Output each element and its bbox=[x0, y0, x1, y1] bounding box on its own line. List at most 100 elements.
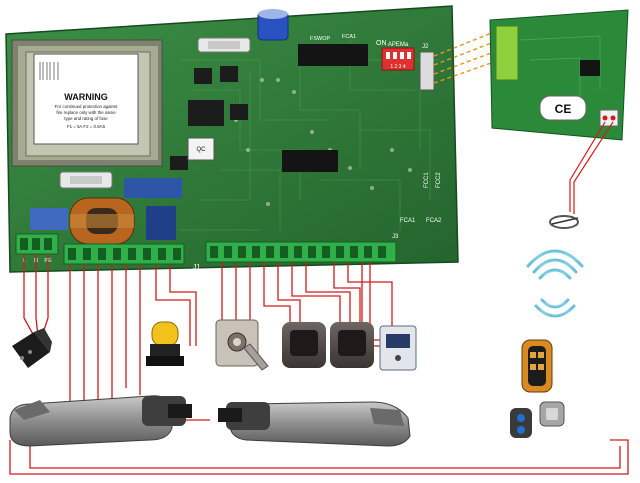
warning-text: For continued protection against fire re… bbox=[55, 104, 119, 129]
fca2-label: FCA2 bbox=[426, 218, 442, 224]
remote-control-small-grey bbox=[539, 401, 565, 427]
svg-text:FCA1: FCA1 bbox=[400, 281, 406, 294]
svg-text:QC: QC bbox=[197, 147, 207, 153]
gate-operator-right bbox=[218, 401, 411, 447]
red-wiring bbox=[9, 254, 629, 475]
terminal-screw[interactable] bbox=[113, 248, 121, 260]
terminal-screw[interactable] bbox=[68, 248, 76, 260]
terminal-screw[interactable] bbox=[143, 248, 151, 260]
terminal-screw[interactable] bbox=[158, 248, 166, 260]
terminal-number: 6 bbox=[145, 271, 149, 278]
terminal-screw[interactable] bbox=[378, 246, 386, 258]
svg-text:ON: ON bbox=[376, 40, 387, 47]
svg-text:COM: COM bbox=[76, 282, 88, 288]
terminal-screw[interactable] bbox=[336, 246, 344, 258]
svg-text:COM: COM bbox=[116, 282, 128, 288]
antenna bbox=[549, 215, 579, 229]
terminal-number: 9 bbox=[212, 271, 216, 278]
svg-text:24V: 24V bbox=[328, 280, 338, 286]
terminal-screw[interactable] bbox=[294, 246, 302, 258]
terminal-screw[interactable] bbox=[308, 246, 316, 258]
j1-label: J1 bbox=[193, 264, 201, 271]
terminal-number: 8 bbox=[175, 271, 179, 278]
power-terminal-block[interactable] bbox=[15, 233, 59, 255]
terminal-number: 19 bbox=[350, 271, 358, 278]
terminal-number: 20 bbox=[364, 271, 372, 278]
terminal-number: 18 bbox=[336, 271, 344, 278]
qc-chip: QC bbox=[187, 137, 215, 161]
fuse-bottom bbox=[59, 171, 113, 189]
antenna-wiring bbox=[569, 121, 614, 214]
gate-operator-left bbox=[9, 395, 192, 447]
terminal-screw[interactable] bbox=[128, 248, 136, 260]
radio-receiver-board: CE bbox=[489, 9, 629, 141]
terminal-number: 1 bbox=[70, 271, 74, 278]
dip-switch[interactable]: ON APEMa 1 2 3 4 bbox=[376, 40, 415, 71]
terminal-screw[interactable] bbox=[364, 246, 372, 258]
terminal-screw[interactable] bbox=[83, 248, 91, 260]
fca1-label: FCA1 bbox=[400, 218, 416, 224]
terminal-number: 15 bbox=[294, 271, 302, 278]
inductor-coil bbox=[69, 197, 135, 245]
svg-text:fire replace only with the sam: fire replace only with the same bbox=[56, 110, 116, 115]
terminal-number: 7 bbox=[160, 271, 164, 278]
terminal-number: 21 bbox=[378, 271, 386, 278]
ce-mark: CE bbox=[555, 102, 572, 116]
ic-chips bbox=[282, 44, 368, 172]
photocell-receiver bbox=[330, 322, 374, 368]
svg-text:1 2 3 4: 1 2 3 4 bbox=[390, 64, 406, 70]
terminal-function-labels: COM COM LAMP OPEN STOP FSW 24V W.L. LOCK… bbox=[76, 271, 436, 294]
relay-block bbox=[170, 66, 248, 170]
terminal-screw[interactable] bbox=[266, 246, 274, 258]
flashing-lamp bbox=[146, 321, 184, 366]
svg-text:STOP: STOP bbox=[242, 272, 248, 286]
terminal-number: 17 bbox=[322, 271, 330, 278]
terminal-number: 2 bbox=[85, 271, 89, 278]
terminal-screw[interactable] bbox=[322, 246, 330, 258]
fcc1-label: FCC1 bbox=[424, 172, 430, 188]
terminal-screw[interactable] bbox=[252, 246, 260, 258]
blue-capacitors bbox=[30, 178, 182, 240]
svg-text:LAMP: LAMP bbox=[158, 282, 172, 288]
terminal-block-left[interactable] bbox=[63, 243, 185, 265]
fcc2-label: FCC2 bbox=[436, 172, 442, 188]
fswop-label: FSWOP bbox=[310, 36, 330, 42]
terminal-screw[interactable] bbox=[173, 248, 181, 260]
svg-text:For continued protection again: For continued protection against bbox=[55, 104, 119, 109]
board-issue: issue 05a bbox=[104, 14, 141, 26]
svg-text:LOCK: LOCK bbox=[374, 272, 388, 278]
terminal-number: 12 bbox=[252, 271, 260, 278]
terminal-screw[interactable] bbox=[238, 246, 246, 258]
photocell-transmitter bbox=[282, 322, 326, 368]
terminal-number: 13 bbox=[266, 271, 274, 278]
power-plug bbox=[12, 328, 52, 368]
board-part-number: 7PCB452/455 bbox=[46, 16, 100, 29]
svg-text:OPEN: OPEN bbox=[218, 271, 224, 286]
svg-text:FSW: FSW bbox=[262, 275, 268, 286]
remote-control-large bbox=[521, 339, 553, 393]
radio-waves-icon bbox=[526, 249, 584, 318]
fuse-top bbox=[197, 37, 251, 53]
terminal-number: 10 bbox=[224, 271, 232, 278]
terminal-screw[interactable] bbox=[280, 246, 288, 258]
j2-connector[interactable]: J2 bbox=[419, 44, 435, 91]
terminal-screw[interactable] bbox=[98, 248, 106, 260]
terminal-number: 4 bbox=[115, 271, 119, 278]
terminal-number: 14 bbox=[280, 271, 288, 278]
key-selector-switch bbox=[215, 319, 269, 371]
svg-text:J2: J2 bbox=[422, 44, 429, 50]
svg-text:W.L.: W.L. bbox=[364, 280, 374, 286]
j3-label: J3 bbox=[392, 234, 399, 240]
terminal-number: 16 bbox=[308, 271, 316, 278]
terminal-screw[interactable] bbox=[224, 246, 232, 258]
svg-text:FCC2: FCC2 bbox=[430, 281, 436, 294]
terminal-screw[interactable] bbox=[350, 246, 358, 258]
svg-text:FCA2: FCA2 bbox=[414, 281, 420, 294]
terminal-screw[interactable] bbox=[210, 246, 218, 258]
terminal-number: 5 bbox=[130, 271, 134, 278]
terminal-block-right[interactable] bbox=[205, 241, 397, 263]
svg-text:APEMa: APEMa bbox=[388, 42, 409, 48]
